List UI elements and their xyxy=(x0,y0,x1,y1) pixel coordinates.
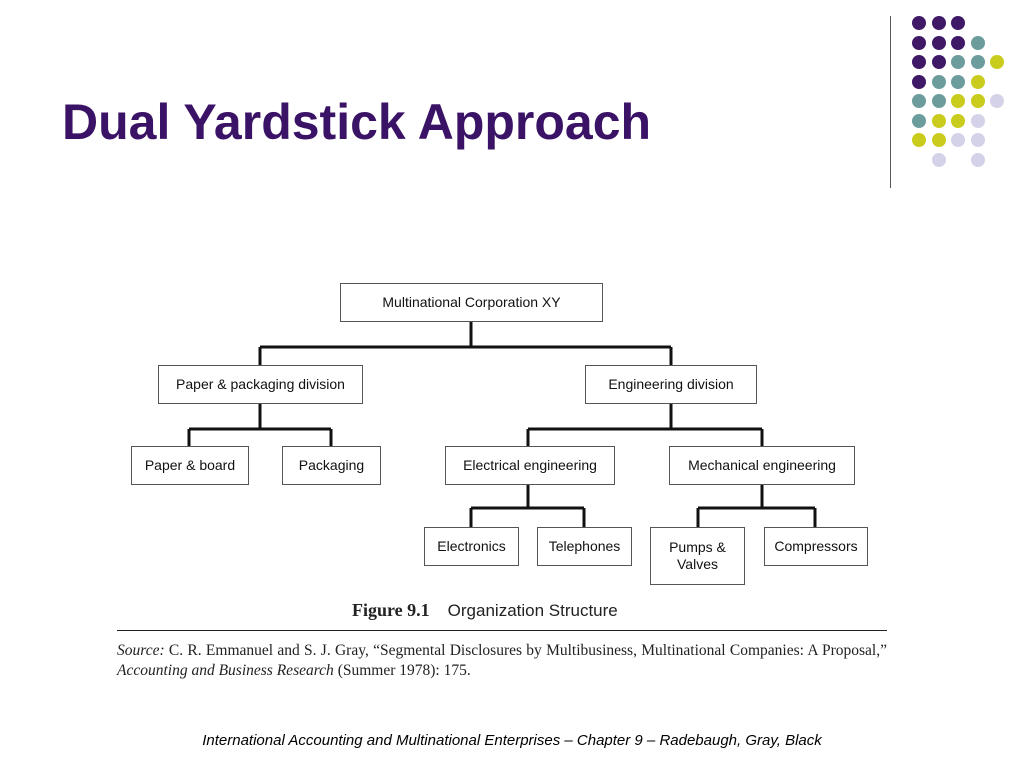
decorative-dot xyxy=(931,133,946,147)
decorative-dot xyxy=(912,94,926,108)
figure-caption-text: Organization Structure xyxy=(447,601,618,620)
decorative-dot xyxy=(912,74,926,89)
decorative-dot xyxy=(951,55,965,69)
decorative-dot xyxy=(990,55,1004,69)
decorative-dot xyxy=(970,152,985,167)
source-journal: Accounting and Business Research xyxy=(117,662,334,679)
decorative-dot xyxy=(970,55,985,69)
source-citation: Source: C. R. Emmanuel and S. J. Gray, “… xyxy=(117,641,887,681)
decorative-dot xyxy=(931,55,946,69)
source-details: (Summer 1978): 175. xyxy=(333,662,471,679)
node-packaging: Packaging xyxy=(282,446,381,485)
slide-title: Dual Yardstick Approach xyxy=(62,94,652,150)
decorative-dot xyxy=(970,35,985,50)
node-electrical-engineering: Electrical engineering xyxy=(445,446,615,485)
decorative-dot xyxy=(970,133,985,147)
node-paper-board: Paper & board xyxy=(131,446,249,485)
node-telephones: Telephones xyxy=(537,527,632,566)
decorative-dot xyxy=(951,113,965,128)
decorative-dot xyxy=(951,35,965,50)
figure-number: Figure 9.1 xyxy=(352,600,430,620)
decorative-dot xyxy=(912,113,926,128)
decorative-dot xyxy=(951,74,965,89)
decorative-dot xyxy=(931,74,946,89)
node-paper-packaging-division: Paper & packaging division xyxy=(158,365,363,404)
decorative-dot xyxy=(912,55,926,69)
decorative-dot xyxy=(990,94,1004,108)
figure-caption: Figure 9.1 Organization Structure xyxy=(352,600,618,621)
decorative-dot xyxy=(912,35,926,50)
node-pumps-valves: Pumps & Valves xyxy=(650,527,745,585)
decorative-dot xyxy=(970,74,985,89)
node-root: Multinational Corporation XY xyxy=(340,283,603,322)
node-compressors: Compressors xyxy=(764,527,868,566)
decorative-dot xyxy=(931,94,946,108)
decorative-dot xyxy=(931,16,946,30)
decorative-dot xyxy=(931,113,946,128)
node-electronics: Electronics xyxy=(424,527,519,566)
decorative-dot xyxy=(931,152,946,167)
decorative-dot-grid xyxy=(0,0,1024,200)
decorative-dot xyxy=(970,113,985,128)
node-mechanical-engineering: Mechanical engineering xyxy=(669,446,855,485)
source-label: Source: xyxy=(117,642,165,659)
source-authors: C. R. Emmanuel and S. J. Gray, “Segmenta… xyxy=(164,642,887,659)
node-engineering-division: Engineering division xyxy=(585,365,757,404)
decorative-dot xyxy=(951,94,965,108)
decorative-dot xyxy=(951,16,965,30)
slide-footer: International Accounting and Multination… xyxy=(202,732,822,749)
source-divider xyxy=(117,630,887,631)
decorative-dot xyxy=(951,133,965,147)
decorative-divider xyxy=(890,16,891,188)
decorative-dot xyxy=(931,35,946,50)
decorative-dot xyxy=(970,94,985,108)
decorative-dot xyxy=(912,133,926,147)
decorative-dot xyxy=(912,16,926,30)
